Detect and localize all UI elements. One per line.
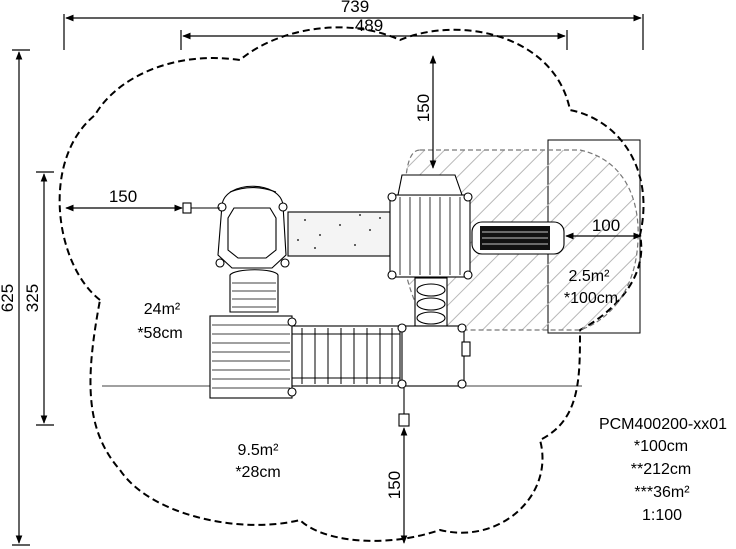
play-structure — [182, 174, 565, 427]
inner-width-label: 489 — [355, 16, 383, 35]
upper-zone-area: 24m² — [144, 301, 181, 318]
inner-height-label: 325 — [23, 284, 42, 312]
lower-zone-area: 9.5m² — [238, 442, 280, 459]
lower-zone-depth: *28cm — [235, 464, 280, 481]
total-width-label: 739 — [341, 0, 369, 16]
dimension-lines — [12, 14, 644, 546]
free-height: **212cm — [631, 461, 691, 478]
model-number: PCM400200-xx01 — [599, 416, 727, 433]
upper-zone-depth: *58cm — [137, 325, 182, 342]
lower-left-deck — [209, 315, 293, 399]
bottom-clearance-label: 150 — [385, 471, 404, 499]
slide-zone-area: 2.5m² — [569, 268, 611, 285]
right-clearance-label: 100 — [592, 216, 620, 235]
top-clearance-label: 150 — [414, 94, 433, 122]
left-clearance-label: 150 — [109, 187, 137, 206]
rope-bridge — [287, 211, 391, 257]
fall-height: *100cm — [634, 438, 688, 455]
ladder-bridge — [291, 325, 401, 387]
scale: 1:100 — [642, 507, 682, 524]
lower-right-tower — [401, 325, 465, 387]
total-height-label: 625 — [0, 284, 17, 312]
slide-zone-depth: *100cm — [564, 290, 618, 307]
safety-area: ***36m² — [634, 484, 690, 501]
